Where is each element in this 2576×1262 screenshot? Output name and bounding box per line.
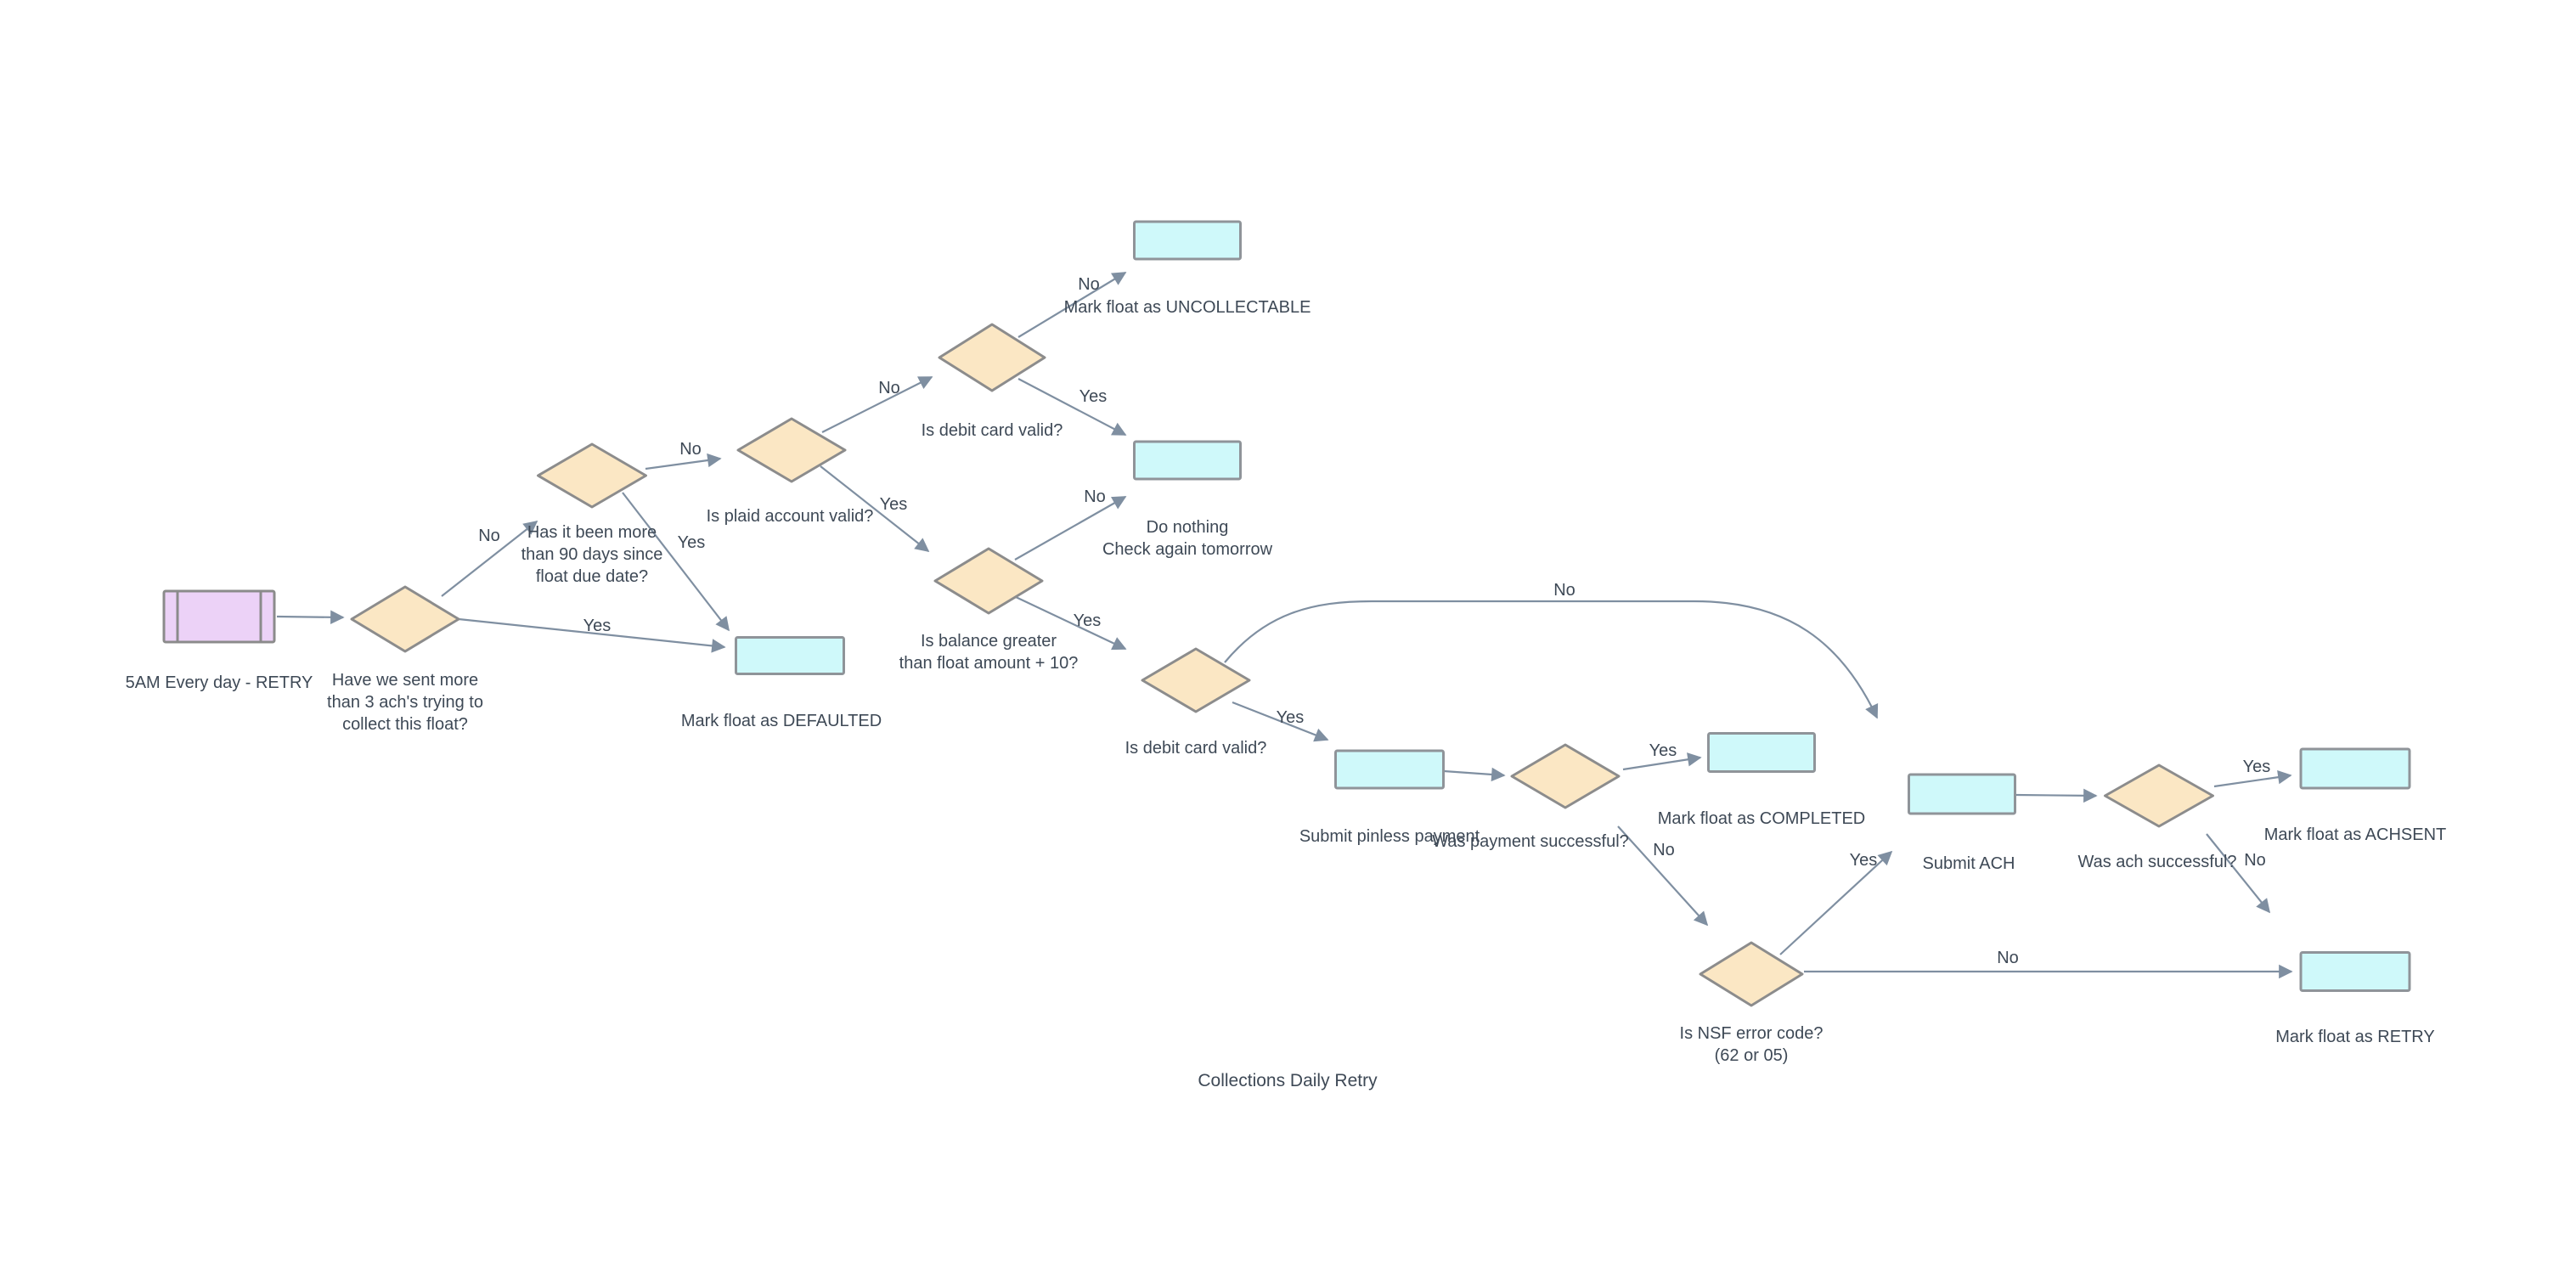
diagram-title: Collections Daily Retry — [1198, 1071, 1378, 1090]
edge-ach-success-check-to-mark-retry — [2206, 833, 2271, 914]
node-mark-retry — [2299, 951, 2411, 992]
decision-diamond — [933, 547, 1044, 615]
edge-label-ninety-days-check-yes: Yes — [678, 533, 706, 552]
edge-ach-count-check-to-ninety-days-check — [441, 520, 538, 597]
start-shape — [162, 589, 276, 644]
node-submit-ach — [1908, 773, 2016, 815]
decision-diamond — [938, 323, 1046, 392]
edge-nsf-check-to-submit-ach — [1779, 850, 1893, 955]
decision-diamond — [1141, 647, 1251, 713]
edge-plaid-valid-check-to-debit-valid-check-1 — [821, 376, 933, 433]
edge-submit-pinless-to-payment-success-check — [1443, 767, 1506, 782]
decision-diamond — [537, 442, 647, 509]
process-rect — [1707, 732, 1816, 773]
node-mark-uncollectable — [1133, 220, 1242, 261]
edge-label-debit-valid-check-2-yes: Yes — [1277, 708, 1305, 727]
edge-label-ach-success-check-yes: Yes — [2243, 758, 2271, 776]
edge-label-nsf-check-yes: Yes — [1850, 851, 1878, 870]
node-label-debit-valid-check-1: Is debit card valid? — [922, 421, 1063, 440]
process-rect — [735, 636, 845, 675]
labels-layer: NoYesNoYesNoYesNoYesNoYesYesNoYesNoYesNo… — [126, 275, 2447, 1065]
node-nsf-check — [1699, 941, 1804, 1007]
edge-label-debit-valid-check-2-no: No — [1553, 581, 1575, 600]
edge-label-payment-success-check-no: No — [1653, 841, 1675, 859]
edge-label-plaid-valid-check-no: No — [878, 379, 900, 397]
edge-label-ach-success-check-no: No — [2244, 851, 2266, 870]
node-ach-count-check — [350, 585, 460, 653]
process-rect — [2299, 951, 2411, 992]
edges-layer — [276, 272, 2293, 979]
edge-label-plaid-valid-check-yes: Yes — [880, 495, 908, 514]
node-label-start: 5AM Every day - RETRY — [126, 673, 313, 692]
edge-debit-valid-check-2-to-submit-pinless — [1232, 701, 1329, 742]
decision-diamond — [350, 585, 460, 653]
edge-submit-ach-to-ach-success-check — [2015, 788, 2098, 803]
nodes-layer — [162, 220, 2411, 1007]
edge-label-ninety-days-check-no: No — [679, 440, 702, 459]
edge-label-balance-check-yes: Yes — [1074, 611, 1102, 630]
edge-payment-success-check-to-mark-completed — [1622, 752, 1702, 771]
decision-diamond — [1699, 941, 1804, 1007]
edge-ach-count-check-to-mark-defaulted — [458, 617, 726, 653]
edge-balance-check-to-do-nothing — [1014, 496, 1127, 561]
node-label-mark-retry: Mark float as RETRY — [2275, 1028, 2434, 1046]
process-rect — [1334, 749, 1445, 790]
edge-balance-check-to-debit-valid-check-2 — [1015, 596, 1127, 651]
decision-diamond — [1510, 743, 1621, 809]
edge-ninety-days-check-to-plaid-valid-check — [645, 453, 722, 470]
node-mark-defaulted — [735, 636, 845, 675]
node-balance-check — [933, 547, 1044, 615]
edge-plaid-valid-check-to-balance-check — [820, 465, 930, 553]
node-label-ach-success-check: Was ach successful? — [2077, 853, 2236, 871]
edge-label-debit-valid-check-1-yes: Yes — [1079, 387, 1108, 406]
node-label-debit-valid-check-2: Is debit card valid? — [1125, 739, 1267, 758]
node-label-nsf-check: Is NSF error code?(62 or 05) — [1680, 1024, 1823, 1065]
edge-label-debit-valid-check-1-no: No — [1078, 275, 1100, 294]
node-payment-success-check — [1510, 743, 1621, 809]
edge-payment-success-check-to-nsf-check — [1617, 825, 1709, 927]
node-label-mark-completed: Mark float as COMPLETED — [1658, 809, 1866, 828]
edge-debit-valid-check-2-to-submit-ach — [1224, 600, 1879, 719]
decision-diamond — [2104, 763, 2214, 828]
process-rect — [1133, 220, 1242, 261]
edge-label-ach-count-check-no: No — [478, 527, 500, 545]
node-label-plaid-valid-check: Is plaid account valid? — [707, 507, 874, 526]
edge-label-ach-count-check-yes: Yes — [583, 617, 612, 635]
node-label-mark-uncollectable: Mark float as UNCOLLECTABLE — [1064, 298, 1311, 317]
node-start — [162, 589, 276, 644]
node-debit-valid-check-1 — [938, 323, 1046, 392]
process-rect — [1908, 773, 2016, 815]
node-ach-success-check — [2104, 763, 2214, 828]
node-label-mark-defaulted: Mark float as DEFAULTED — [681, 712, 882, 730]
edge-debit-valid-check-1-to-mark-uncollectable — [1017, 272, 1127, 338]
node-label-submit-ach: Submit ACH — [1923, 854, 2015, 873]
node-label-submit-pinless: Submit pinless payment — [1299, 827, 1480, 846]
edge-label-payment-success-check-yes: Yes — [1649, 741, 1677, 760]
process-rect — [1133, 440, 1242, 481]
node-debit-valid-check-2 — [1141, 647, 1251, 713]
node-do-nothing — [1133, 440, 1242, 481]
edge-label-nsf-check-no: No — [1997, 949, 2019, 967]
node-ninety-days-check — [537, 442, 647, 509]
edge-label-balance-check-no: No — [1084, 487, 1106, 506]
node-plaid-valid-check — [736, 417, 847, 483]
decision-diamond — [736, 417, 847, 483]
edge-ninety-days-check-to-mark-defaulted — [622, 492, 730, 632]
edge-ach-success-check-to-mark-achsent — [2213, 769, 2292, 788]
node-mark-completed — [1707, 732, 1816, 773]
edge-debit-valid-check-1-to-do-nothing — [1017, 378, 1127, 436]
process-rect — [2299, 747, 2411, 790]
node-submit-pinless — [1334, 749, 1445, 790]
node-mark-achsent — [2299, 747, 2411, 790]
node-label-mark-achsent: Mark float as ACHSENT — [2264, 825, 2447, 844]
node-label-payment-success-check: Was payment successful? — [1432, 832, 1629, 851]
